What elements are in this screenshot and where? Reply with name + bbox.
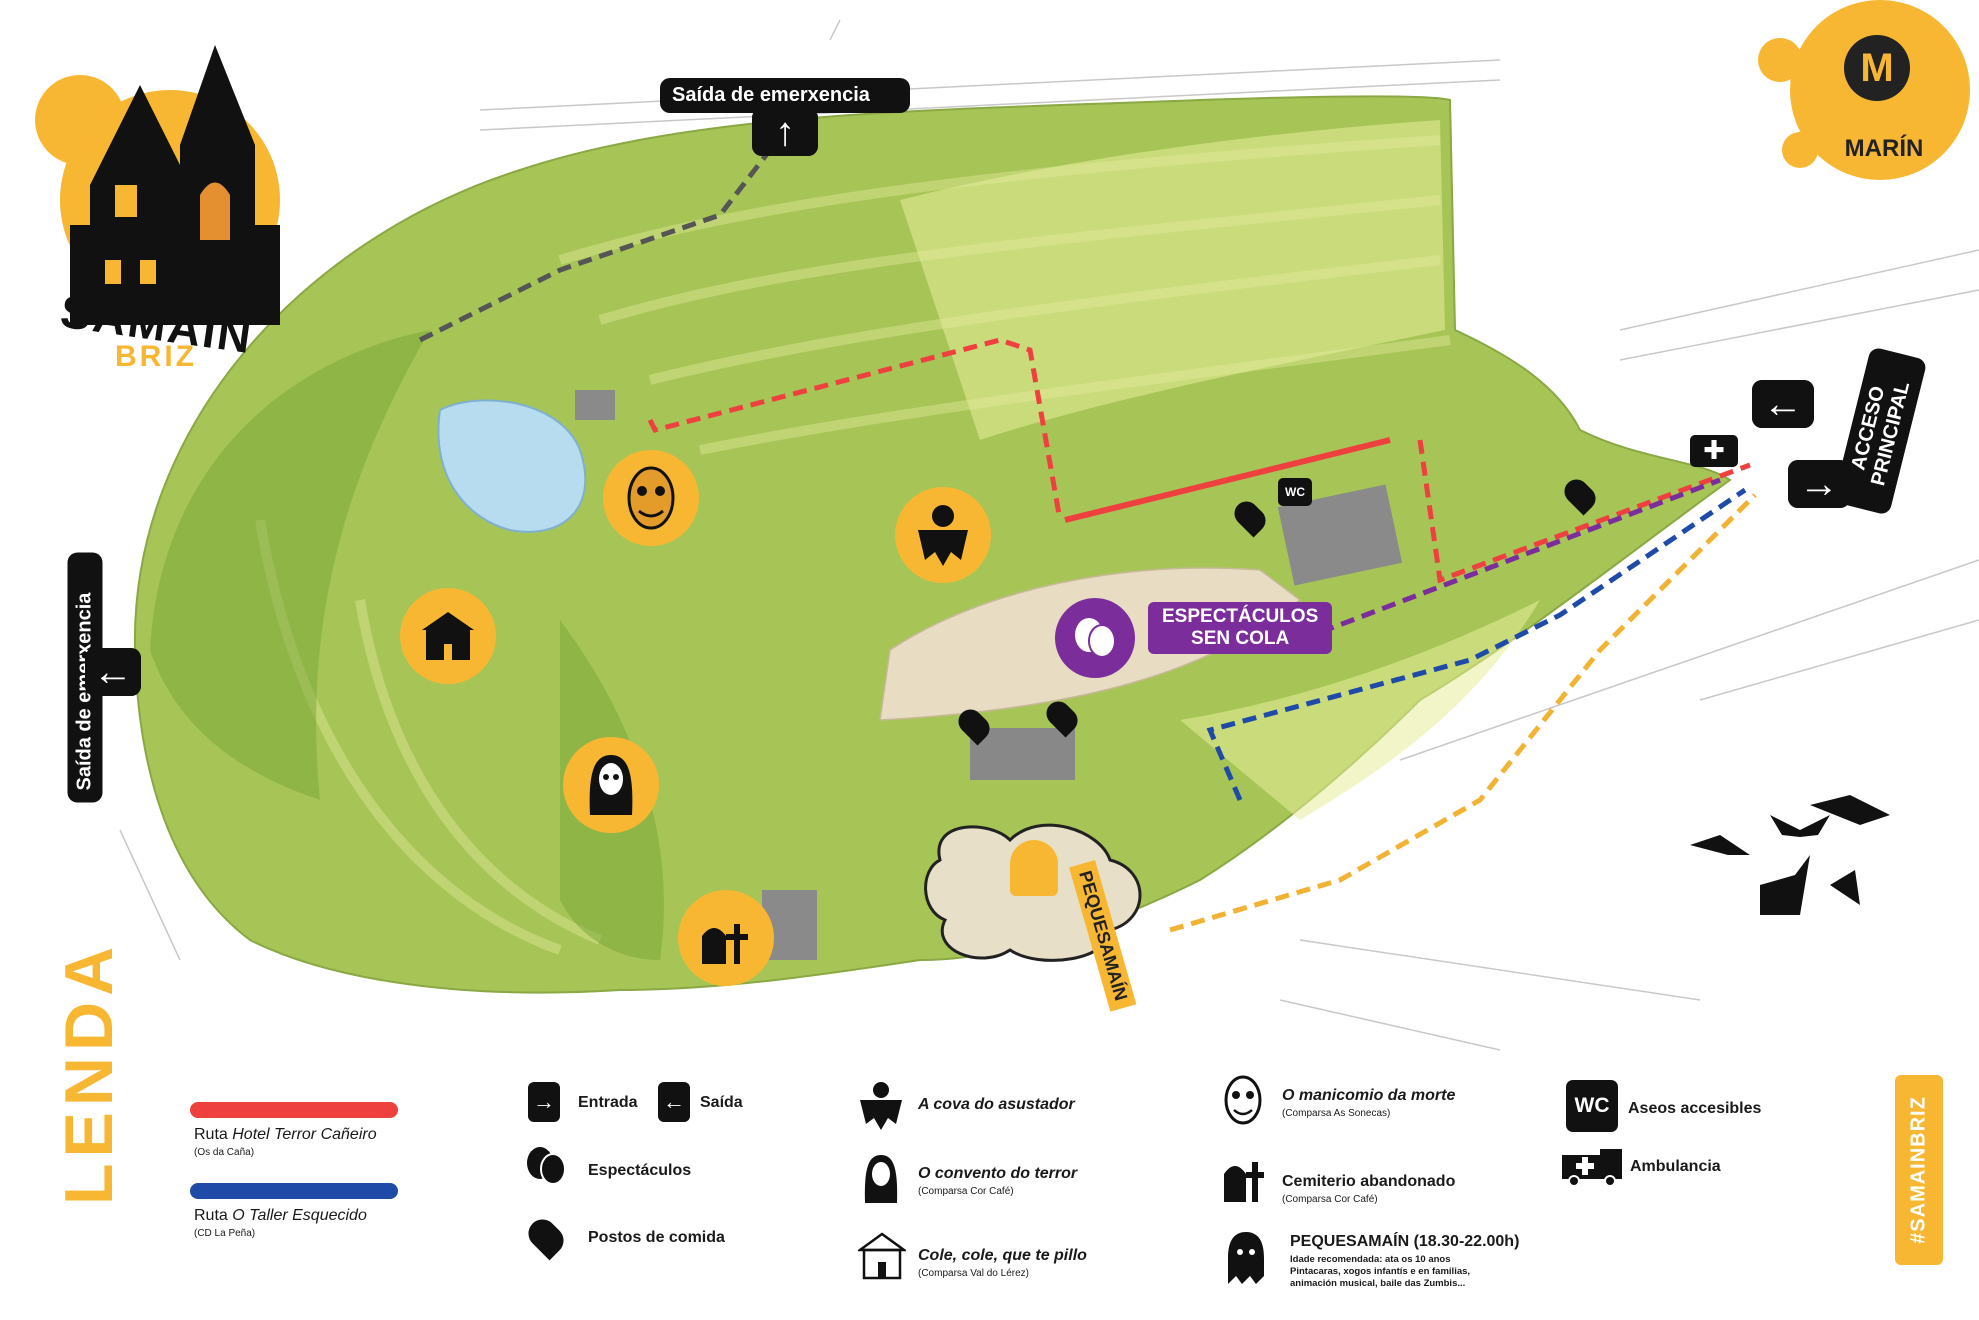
legend-attraction-cole: Cole, cole, que te pillo (Comparsa Val d… (918, 1247, 1087, 1279)
legend-attraction-cemiterio: Cemiterio abandonado (Comparsa Cor Café) (1282, 1173, 1455, 1205)
legend-route-red-name: Hotel Terror Cañeiro (232, 1126, 377, 1143)
theatre-masks-icon (1075, 618, 1116, 658)
route-purple (1299, 477, 1721, 643)
wc-map-marker[interactable]: WC (1278, 478, 1312, 506)
bats-decoration (1690, 795, 1890, 915)
legend-exit-icon: ← (658, 1082, 690, 1122)
legend-wc-icon-text: WC (1574, 1094, 1610, 1117)
asylum-face-icon (627, 466, 675, 530)
wc-map-label: WC (1285, 485, 1305, 499)
marin-emblem-icon: M (1844, 35, 1910, 101)
event-logo-subtitle: BRIZ (115, 340, 197, 373)
scarecrow-poi[interactable] (895, 487, 991, 583)
legend-theatre-masks-icon (527, 1147, 566, 1185)
legend-route-blue: Ruta O Taller Esquecido (CD La Peña) (194, 1207, 367, 1239)
legend-scarecrow-icon (860, 1082, 902, 1130)
stage-building (970, 728, 1075, 780)
route-lines (418, 148, 1757, 933)
legend-ambulance-label: Ambulancia (1630, 1158, 1721, 1175)
emergency-exit-top-label: Saída de emerxencia (672, 84, 870, 106)
legend-route-red-sub: (Os da Caña) (194, 1147, 255, 1158)
shows-no-queue-line2: SEN COLA (1191, 628, 1290, 649)
legend-wc-icon: WC (1566, 1080, 1618, 1132)
shows-no-queue-line1: ESPECTÁCULOS (1162, 606, 1319, 627)
legend-attraction-cole-name: Cole, cole, que te pillo (918, 1247, 1087, 1264)
arrow-left-icon: ← (85, 648, 141, 696)
legend-route-blue-sub: (CD La Peña) (194, 1228, 256, 1239)
legend-attraction-cemiterio-name: Cemiterio abandonado (1282, 1173, 1456, 1190)
legend-school-icon (858, 1232, 906, 1280)
hut-building (575, 390, 615, 420)
school-icon (422, 612, 474, 660)
legend-route-red: Ruta Hotel Terror Cañeiro (Os da Caña) (194, 1126, 377, 1158)
main-building (1277, 484, 1403, 586)
asylum-poi[interactable] (603, 450, 699, 546)
legend-route-red-bar (190, 1102, 398, 1118)
legend-wc-label: Aseos accesibles (1628, 1100, 1762, 1117)
route-blue (1206, 487, 1747, 801)
legend-ambulance-icon (1562, 1149, 1622, 1187)
legend-title: LENDA (51, 940, 127, 1205)
ambulance-map-icon: ✚ (1690, 435, 1738, 467)
legend-attraction-cole-sub: (Comparsa Val do Lérez) (918, 1268, 1029, 1279)
legend-attraction-manicomio-sub: (Comparsa As Sonecas) (1282, 1108, 1391, 1119)
legend-entrance-label: Entrada (578, 1094, 638, 1111)
paint-splash (1758, 0, 1970, 180)
arrow-up-icon: ↑ (752, 108, 818, 156)
legend-attraction-manicomio-name: O manicomio da morte (1282, 1087, 1456, 1104)
legend-shows-label: Espectáculos (588, 1162, 692, 1179)
arrow-left-icon: ← (1752, 380, 1814, 428)
legend-pequesamain-title: PEQUESAMAÍN (18.30-22.00h) (1290, 1233, 1520, 1250)
cemetery-poi[interactable] (678, 890, 774, 986)
pond (437, 399, 587, 533)
legend-exit-label: Saída (700, 1094, 743, 1111)
event-logo: SAMAIN BRIZ (20, 25, 310, 373)
haunted-house-icon (35, 45, 280, 325)
nun-icon (589, 755, 633, 815)
legend-pequesamain: PEQUESAMAÍN (18.30-22.00h) Idade recomen… (1290, 1233, 1519, 1290)
legend-attraction-cova-name: A cova do asustador (918, 1096, 1075, 1113)
legend-pequesamain-line2: Pintacaras, xogos infantís e en familias… (1290, 1266, 1471, 1277)
route-red-solid (1064, 437, 1391, 523)
theatre-masks-poi[interactable] (1055, 598, 1135, 678)
legend-nun-icon (864, 1155, 898, 1203)
legend-attraction-cemiterio-sub: (Comparsa Cor Café) (1282, 1194, 1378, 1205)
hashtag-text: #SAMAINBRIZ (1907, 1096, 1930, 1244)
route-orange (1169, 493, 1757, 933)
emergency-exit-top-arrow[interactable]: ↑ (752, 108, 818, 156)
legend-attraction-convento: O convento do terror (Comparsa Cor Café) (918, 1165, 1077, 1197)
legend-attraction-manicomio: O manicomio da morte (Comparsa As Soneca… (1282, 1087, 1455, 1119)
legend-tombstone-icon (1224, 1162, 1264, 1202)
town-logo: M MARÍN (1740, 0, 1979, 200)
legend-attraction-cova: A cova do asustador (918, 1096, 1075, 1114)
legend-route-blue-prefix: Ruta (194, 1207, 233, 1224)
legend-asylum-face-icon (1224, 1075, 1262, 1125)
legend-ghost-icon (1228, 1232, 1264, 1284)
legend-food-label: Postos de comida (588, 1229, 725, 1246)
nun-poi[interactable] (563, 737, 659, 833)
route-red-access (1417, 439, 1751, 584)
street-lines (119, 19, 1979, 1051)
shows-no-queue-banner: ESPECTÁCULOS SEN COLA (1148, 602, 1333, 654)
legend-pequesamain-line1: Idade recomendada: ata os 10 anos (1290, 1254, 1451, 1265)
emergency-exit-top-sign[interactable]: Saída de emerxencia (660, 78, 910, 113)
town-name: MARÍN (1844, 135, 1924, 162)
legend-attraction-convento-sub: (Comparsa Cor Café) (918, 1186, 1014, 1197)
legend-route-red-prefix: Ruta (194, 1126, 233, 1143)
main-access-entry-arrow[interactable]: ← (1752, 380, 1814, 428)
school-poi[interactable] (400, 588, 496, 684)
meadow-patches (900, 120, 1540, 820)
scarecrow-icon (918, 505, 968, 566)
legend-entrance-icon: → (528, 1082, 560, 1122)
route-red-dashed (647, 337, 1063, 521)
legend-attraction-convento-name: O convento do terror (918, 1165, 1078, 1182)
legend-route-blue-name: O Taller Esquecido (232, 1207, 367, 1224)
hashtag-box: #SAMAINBRIZ (1895, 1075, 1943, 1265)
route-exit-top (418, 148, 772, 343)
legend-pequesamain-line3: animación musical, baile das Zumbis... (1290, 1278, 1466, 1289)
legend-route-blue-bar (190, 1183, 398, 1199)
tombstone-icon (702, 924, 748, 964)
pequesamain-ghost-icon[interactable] (1010, 840, 1058, 896)
emergency-exit-left-arrow[interactable]: ← (85, 648, 141, 696)
